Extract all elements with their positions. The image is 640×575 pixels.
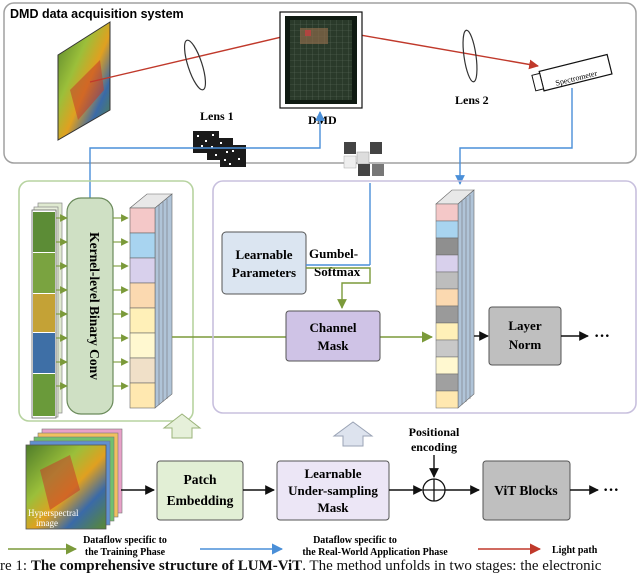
layer-norm-box — [488, 306, 562, 366]
acquisition-system-panel — [3, 2, 637, 164]
up-arrow-mask — [332, 421, 374, 447]
channel-mask-box — [285, 310, 381, 362]
acquisition-system-title: DMD data acquisition system — [10, 7, 184, 21]
lens-2 — [462, 29, 478, 83]
dmd-label: DMD — [308, 113, 337, 127]
legend-realworld-line1: Dataflow specific to — [313, 535, 397, 546]
kernel-binary-conv-label: Kernel-level Binary Conv — [87, 232, 102, 380]
layer-norm-ellipsis: ··· — [594, 328, 610, 345]
lens-2-label: Lens 2 — [455, 93, 489, 107]
learnable-parameters-line1: Learnable — [235, 247, 292, 262]
conv-panel — [18, 180, 194, 422]
gumbel-softmax-line1: Gumbel- — [309, 246, 358, 261]
legend-light-path: Light path — [552, 545, 598, 556]
hyperspectral-label-line2: image — [36, 518, 58, 528]
patch-embedding-box — [156, 460, 244, 521]
lens-1-label: Lens 1 — [200, 109, 234, 123]
image-patch-stack — [31, 202, 63, 419]
coded-patterns — [193, 131, 246, 167]
conv-output-arrows — [56, 214, 129, 390]
blue-flow-to-tensor — [455, 88, 573, 185]
legend-realworld-line2: the Real-World Application Phase — [302, 547, 448, 558]
lens-1 — [183, 39, 207, 91]
up-arrow-patch — [162, 413, 202, 439]
caption-rest: . The method unfolds in two stages: the … — [302, 558, 602, 574]
kernel-binary-conv-box — [66, 197, 114, 415]
undersampling-line1: Learnable — [304, 466, 361, 481]
add-operator-icon — [422, 478, 446, 502]
spectrometer — [531, 53, 613, 92]
positional-encoding-line1: Positional — [409, 425, 460, 439]
gumbel-green-line — [306, 267, 371, 309]
scene-image — [57, 21, 111, 141]
channel-mask-line2: Mask — [317, 338, 349, 353]
positional-encoding-line2: encoding — [411, 440, 457, 454]
vit-ellipsis: ··· — [603, 482, 619, 499]
vit-blocks-label: ViT Blocks — [494, 483, 557, 498]
hyperspectral-label-line1: Hyperspectral — [28, 508, 79, 518]
layer-norm-line1: Layer — [508, 318, 541, 333]
legend-training-line2: the Training Phase — [85, 547, 166, 558]
learnable-parameters-line2: Parameters — [232, 265, 296, 280]
blue-flow-to-dmd — [89, 111, 325, 198]
legend-training-line1: Dataflow specific to — [83, 535, 167, 546]
patch-embedding-line1: Patch — [184, 472, 217, 487]
conv-output-tensor — [129, 193, 173, 409]
masked-tensor — [435, 189, 475, 409]
figure-caption: re 1: The comprehensive structure of LUM… — [0, 558, 640, 575]
undersampling-line2: Under-sampling — [288, 483, 378, 498]
mask-panel — [212, 180, 637, 414]
learnable-parameters-box — [221, 231, 307, 295]
gumbel-softmax-line2: Softmax — [314, 264, 361, 279]
caption-prefix: re 1: — [0, 558, 31, 574]
binary-mask-icon — [343, 142, 384, 176]
channel-mask-line1: Channel — [310, 320, 357, 335]
layer-norm-line2: Norm — [509, 337, 542, 352]
hyperspectral-stack — [25, 428, 123, 530]
dmd-device — [279, 11, 363, 109]
patch-embedding-line2: Embedding — [167, 493, 234, 508]
caption-bold: The comprehensive structure of LUM-ViT — [30, 558, 303, 574]
undersampling-line3: Mask — [317, 500, 349, 515]
